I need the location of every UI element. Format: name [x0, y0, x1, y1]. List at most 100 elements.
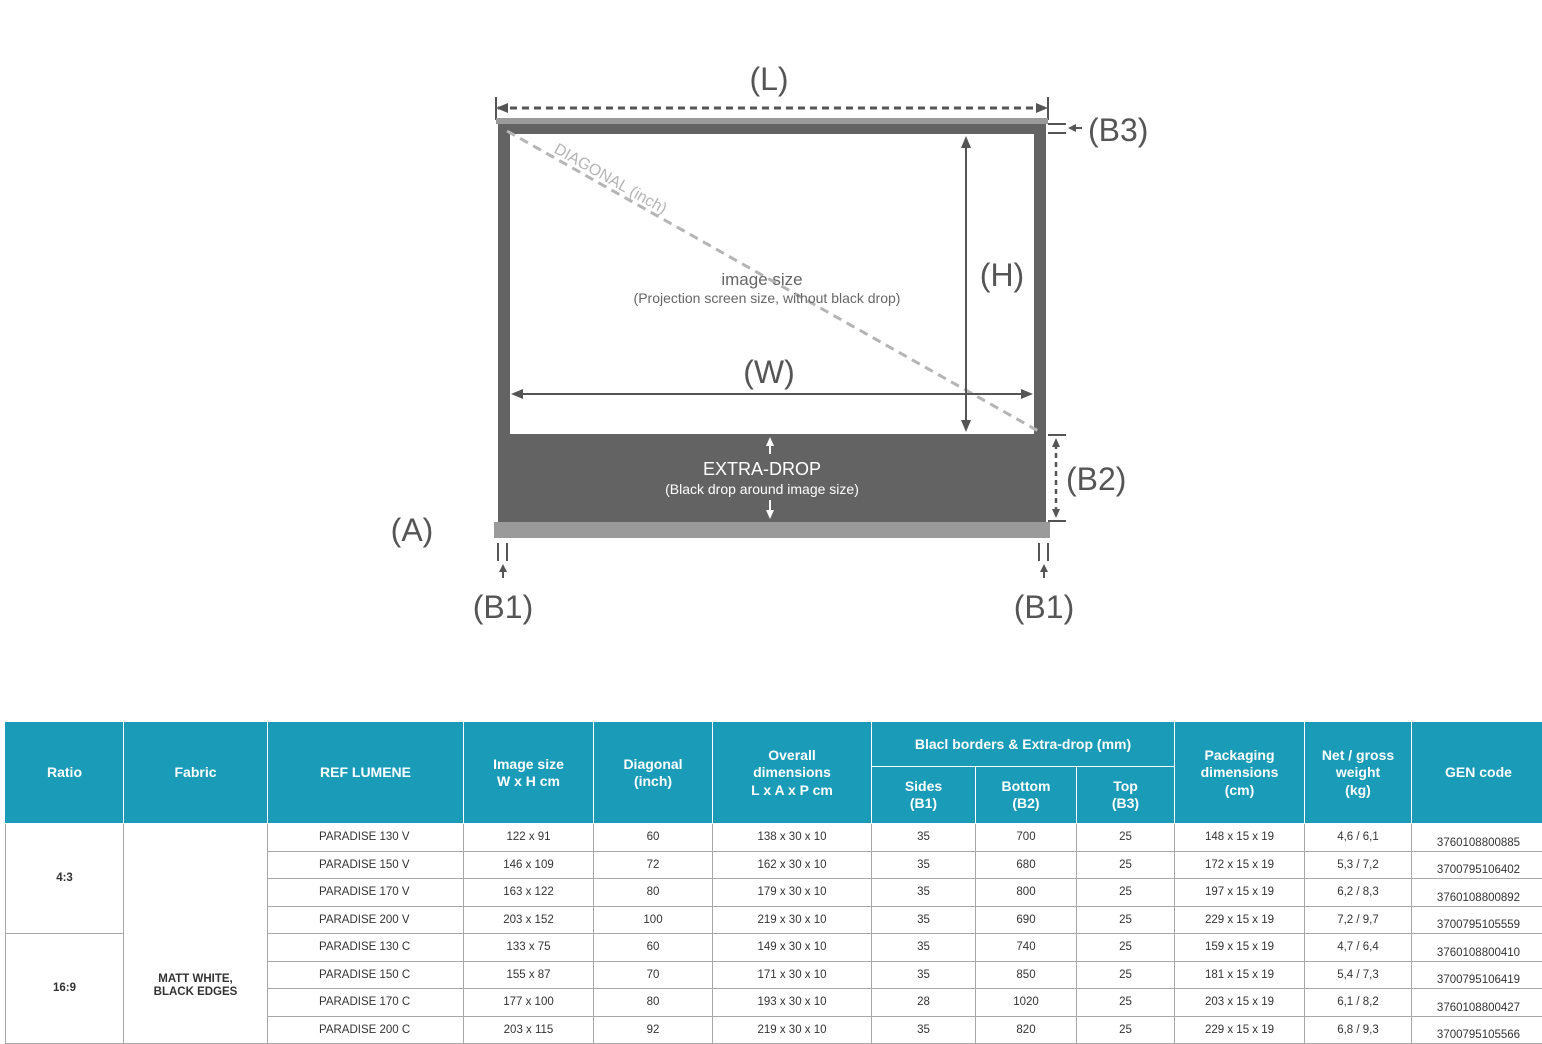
cell-diagonal: 100 — [594, 906, 713, 934]
header-bottom-line2: (B2) — [976, 795, 1076, 813]
cell-image-size: 203 x 115 — [464, 1016, 594, 1044]
cell-image-size: 203 x 152 — [464, 906, 594, 934]
ratio-cell: 4:3 — [6, 824, 124, 934]
cell-diagonal: 92 — [594, 1016, 713, 1044]
extra-drop-subtitle: (Black drop around image size) — [665, 481, 859, 497]
cell-sides: 35 — [872, 824, 976, 852]
cell-sides: 28 — [872, 989, 976, 1017]
header-ratio: Ratio — [6, 723, 124, 824]
cell-weight: 4,6 / 6,1 — [1305, 824, 1412, 852]
cell-overall: 219 x 30 x 10 — [713, 1016, 872, 1044]
header-image-size-line1: Image size — [464, 756, 593, 774]
cell-sides: 35 — [872, 961, 976, 989]
header-weight-line3: (kg) — [1305, 782, 1411, 800]
cell-ref: PARADISE 150 V — [268, 851, 464, 879]
cell-bottom: 680 — [976, 851, 1077, 879]
extra-drop-title: EXTRA-DROP — [703, 459, 821, 479]
image-size-title: image size — [721, 270, 802, 289]
cell-packaging: 229 x 15 x 19 — [1175, 1016, 1305, 1044]
ratio-cell: 16:9 — [6, 934, 124, 1044]
cell-top: 25 — [1077, 879, 1175, 907]
label-W: (W) — [743, 354, 795, 390]
cell-top: 25 — [1077, 1016, 1175, 1044]
cell-bottom: 850 — [976, 961, 1077, 989]
cell-overall: 162 x 30 x 10 — [713, 851, 872, 879]
cell-weight: 5,3 / 7,2 — [1305, 851, 1412, 879]
label-B1-right: (B1) — [1014, 589, 1074, 625]
cell-image-size: 133 x 75 — [464, 934, 594, 962]
cell-ref: PARADISE 200 V — [268, 906, 464, 934]
cell-diagonal: 60 — [594, 824, 713, 852]
cell-sides: 35 — [872, 906, 976, 934]
cell-overall: 179 x 30 x 10 — [713, 879, 872, 907]
header-diagonal-line2: (inch) — [594, 773, 712, 791]
header-weight-line1: Net / gross — [1305, 747, 1411, 765]
screen-dimension-diagram: (L) (B3) DIAGONAL (inch) (H) (W) image s… — [0, 0, 1542, 720]
header-bottom-line1: Bottom — [976, 778, 1076, 796]
cell-bottom: 700 — [976, 824, 1077, 852]
header-sides-line2: (B1) — [872, 795, 975, 813]
cell-image-size: 163 x 122 — [464, 879, 594, 907]
cell-weight: 4,7 / 6,4 — [1305, 934, 1412, 962]
cell-weight: 6,2 / 8,3 — [1305, 879, 1412, 907]
header-diagonal-line1: Diagonal — [594, 756, 712, 774]
cell-ref: PARADISE 130 C — [268, 934, 464, 962]
header-bottom: Bottom(B2) — [976, 767, 1077, 824]
cell-ref: PARADISE 200 C — [268, 1016, 464, 1044]
fabric-line: MATT WHITE, — [124, 973, 267, 986]
cell-diagonal: 60 — [594, 934, 713, 962]
cell-overall: 193 x 30 x 10 — [713, 989, 872, 1017]
b1-left-arrow — [499, 564, 507, 572]
cell-overall: 138 x 30 x 10 — [713, 824, 872, 852]
length-arrow-left — [496, 103, 508, 113]
cell-packaging: 172 x 15 x 19 — [1175, 851, 1305, 879]
cell-top: 25 — [1077, 906, 1175, 934]
cell-weight: 6,8 / 9,3 — [1305, 1016, 1412, 1044]
cell-gen-code: 3700795106419 — [1412, 961, 1542, 989]
cell-gen-code: 3700795106402 — [1412, 851, 1542, 879]
cell-bottom: 820 — [976, 1016, 1077, 1044]
fabric-cell: MATT WHITE,BLACK EDGES — [124, 824, 268, 1044]
b2-arrow-up — [1052, 438, 1060, 447]
header-fabric: Fabric — [124, 723, 268, 824]
cell-diagonal: 70 — [594, 961, 713, 989]
cell-top: 25 — [1077, 961, 1175, 989]
cell-packaging: 181 x 15 x 19 — [1175, 961, 1305, 989]
header-packaging-line3: (cm) — [1175, 782, 1304, 800]
cell-gen-code: 3760108800427 — [1412, 989, 1542, 1017]
header-packaging-line2: dimensions — [1175, 764, 1304, 782]
header-top-line1: Top — [1077, 778, 1174, 796]
cell-weight: 6,1 / 8,2 — [1305, 989, 1412, 1017]
label-A: (A) — [391, 512, 434, 548]
cell-gen-code: 3760108800885 — [1412, 824, 1542, 852]
header-overall-line1: Overall — [713, 747, 871, 765]
header-borders-group: Blacl borders & Extra-drop (mm) — [872, 723, 1175, 767]
cell-weight: 7,2 / 9,7 — [1305, 906, 1412, 934]
cell-overall: 171 x 30 x 10 — [713, 961, 872, 989]
header-packaging-line1: Packaging — [1175, 747, 1304, 765]
label-B3: (B3) — [1088, 112, 1148, 148]
cell-ref: PARADISE 150 C — [268, 961, 464, 989]
header-gen-code: GEN code — [1412, 723, 1542, 824]
cell-image-size: 155 x 87 — [464, 961, 594, 989]
label-H: (H) — [980, 257, 1024, 293]
cell-sides: 35 — [872, 1016, 976, 1044]
header-weight-line2: weight — [1305, 764, 1411, 782]
cell-packaging: 203 x 15 x 19 — [1175, 989, 1305, 1017]
cell-bottom: 800 — [976, 879, 1077, 907]
b3-arrow — [1068, 124, 1076, 132]
cell-top: 25 — [1077, 989, 1175, 1017]
header-top: Top(B3) — [1077, 767, 1175, 824]
header-overall-line3: L x A x P cm — [713, 782, 871, 800]
cell-sides: 35 — [872, 934, 976, 962]
image-size-subtitle: (Projection screen size, without black d… — [634, 290, 901, 306]
label-B1-left: (B1) — [473, 589, 533, 625]
cell-ref: PARADISE 130 V — [268, 824, 464, 852]
bottom-bar — [494, 522, 1050, 538]
cell-packaging: 229 x 15 x 19 — [1175, 906, 1305, 934]
header-overall-line2: dimensions — [713, 764, 871, 782]
